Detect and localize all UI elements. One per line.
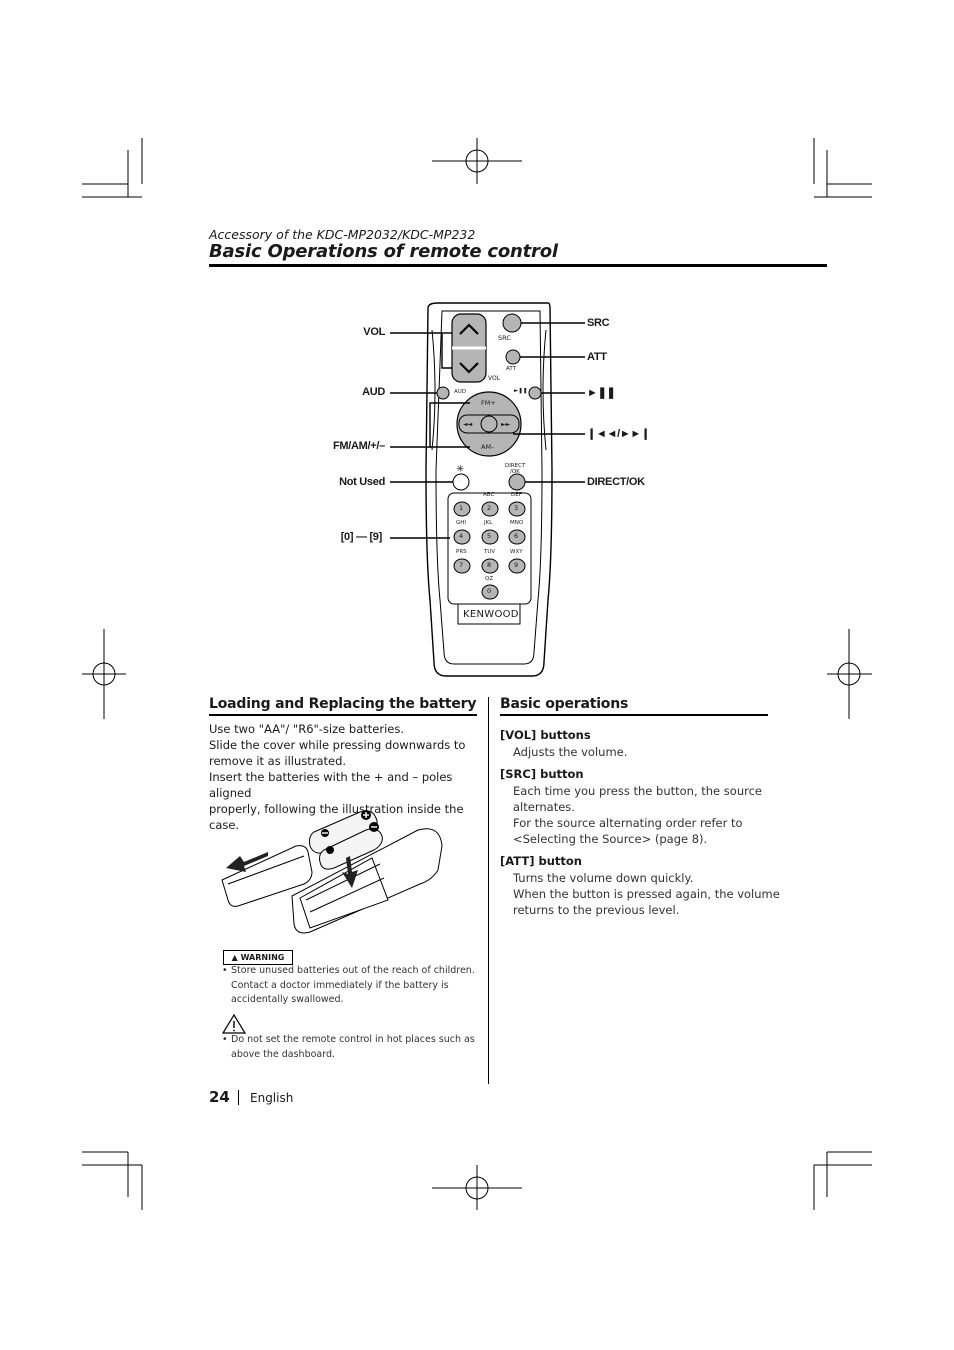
callout-src: SRC (587, 317, 610, 329)
page-number-divider (238, 1090, 239, 1105)
battery-instructions: Use two "AA"/ "R6"-size batteries. Slide… (209, 721, 484, 833)
column-divider (488, 697, 489, 1084)
callout-digits: [0] — [9] (340, 531, 383, 543)
key-7: 7 (459, 561, 464, 569)
src-item-line: For the source alternating order refer t… (513, 816, 743, 830)
src-item-title: [SRC] button (500, 767, 584, 781)
key-letters-0: QZ (485, 576, 494, 582)
title-rule (209, 264, 827, 267)
warning-line: Store unused batteries out of the reach … (231, 965, 475, 976)
warning-line: accidentally swallowed. (231, 994, 344, 1005)
basic-ops-heading: Basic operations (500, 696, 629, 712)
key-2: 2 (487, 504, 492, 512)
key-1: 1 (459, 504, 464, 512)
remote-label-aud: AUD (454, 389, 467, 395)
remote-label-am: AM– (481, 443, 495, 451)
att-item-title: [ATT] button (500, 854, 582, 868)
remote-label-vol: VOL (488, 375, 501, 382)
caution-line: above the dashboard. (231, 1048, 336, 1060)
key-letters-2: ABC (483, 492, 495, 498)
remote-brand-logo: KENWOOD (463, 609, 519, 620)
remote-label-src: SRC (498, 334, 511, 342)
key-9: 9 (514, 561, 519, 569)
remote-label-direct: DIRECT (505, 463, 526, 469)
battery-line: Use two "AA"/ "R6"-size batteries. (209, 722, 404, 736)
page-language: English (250, 1091, 294, 1105)
battery-line: remove it as illustrated. (209, 754, 347, 768)
callout-track: ❙◄◄/►►❙ (587, 428, 650, 440)
att-item-line: When the button is pressed again, the vo… (513, 887, 780, 901)
callout-att: ATT (587, 351, 607, 363)
remote-label-prev: ◄◄ (463, 421, 473, 428)
key-letters-7: PRS (456, 549, 467, 555)
remote-label-next: ►► (501, 421, 511, 428)
basic-ops-heading-rule (500, 714, 768, 716)
vol-item-title: [VOL] buttons (500, 728, 591, 742)
vol-item-line: Adjusts the volume. (513, 745, 628, 759)
att-item-line: Turns the volume down quickly. (513, 871, 694, 885)
callout-vol: VOL (363, 326, 385, 338)
src-item-line: alternates. (513, 800, 575, 814)
key-letters-5: JKL (484, 520, 493, 526)
callout-direct-ok: DIRECT/OK (587, 476, 645, 488)
key-letters-9: WXY (510, 549, 523, 555)
key-letters-4: GHI (456, 520, 467, 526)
warning-triangle-icon: ▲ (231, 953, 241, 962)
key-letters-8: TUV (484, 549, 496, 555)
page-subtitle: Accessory of the KDC-MP2032/KDC-MP232 (209, 227, 476, 242)
battery-heading-rule (209, 714, 477, 716)
caution-text: Do not set the remote control in hot pla… (231, 1033, 481, 1062)
callout-fm-am: FM/AM/+/– (333, 440, 385, 452)
bullet-icon: • (222, 965, 228, 976)
battery-line: properly, following the illustration ins… (209, 802, 464, 832)
att-item-line: returns to the previous level. (513, 903, 680, 917)
callout-aud: AUD (362, 386, 385, 398)
battery-line: Insert the batteries with the + and – po… (209, 770, 453, 800)
vol-item-body: Adjusts the volume. (513, 744, 627, 760)
bullet-icon: • (222, 1034, 228, 1045)
att-item-body: Turns the volume down quickly. When the … (513, 870, 780, 918)
page-number: 24 (209, 1088, 230, 1106)
src-item-line: <Selecting the Source> (page 8). (513, 832, 708, 846)
battery-heading: Loading and Replacing the battery (209, 696, 477, 712)
warning-label: WARNING (240, 953, 285, 962)
remote-label-play: ►❚❚ (514, 388, 528, 394)
key-3: 3 (514, 504, 519, 512)
key-5: 5 (487, 532, 492, 540)
callout-not-used: Not Used (339, 476, 385, 488)
warning-line: Contact a doctor immediately if the batt… (231, 979, 449, 991)
remote-label-ok: /OK (510, 469, 520, 475)
key-0: 0 (487, 587, 492, 595)
key-4: 4 (459, 532, 464, 540)
caution-line: Do not set the remote control in hot pla… (231, 1034, 475, 1045)
key-8: 8 (487, 561, 492, 569)
remote-label-fm: FM+ (481, 399, 496, 407)
warning-badge: ▲ WARNING (223, 950, 293, 965)
remote-label-att: ATT (506, 366, 516, 372)
key-letters-3: DEF (511, 492, 522, 498)
src-item-line: Each time you press the button, the sour… (513, 784, 762, 798)
remote-label-star: ✳ (456, 464, 465, 475)
warning-text: Store unused batteries out of the reach … (231, 964, 481, 1008)
callout-play-pause: ►❚❚ (587, 387, 616, 399)
page-title: Basic Operations of remote control (209, 241, 558, 262)
battery-line: Slide the cover while pressing downwards… (209, 738, 466, 752)
src-item-body: Each time you press the button, the sour… (513, 783, 762, 847)
key-letters-6: MNO (510, 520, 524, 526)
key-6: 6 (514, 532, 519, 540)
